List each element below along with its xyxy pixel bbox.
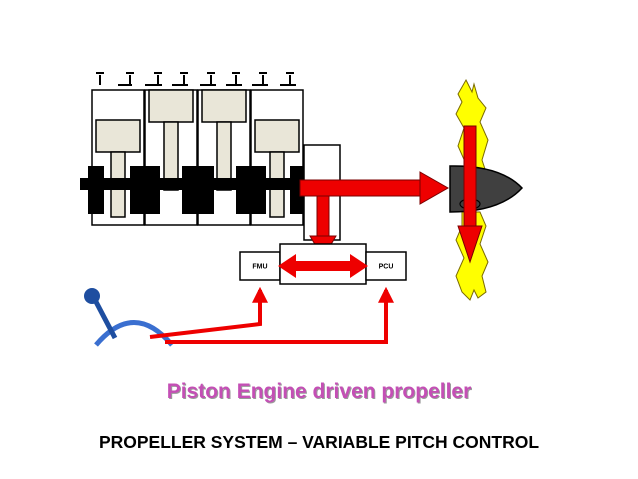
lever-arm [91, 296, 118, 340]
diagram-subtitle: Piston Engine driven propeller [166, 380, 472, 403]
control-linkage [149, 286, 394, 344]
propeller [449, 78, 524, 301]
lever-knob [84, 288, 100, 304]
engine-block [80, 72, 341, 241]
pcu-label: PCU [379, 264, 394, 271]
crankshaft [80, 166, 306, 214]
fmu-box [239, 251, 281, 281]
gearbox-down-arrow [309, 195, 337, 259]
control-units: FMU PCU [239, 243, 407, 285]
slide-footer-title: PROPELLER SYSTEM – VARIABLE PITCH CONTRO… [98, 432, 540, 452]
fmu-pcu-double-arrow [278, 254, 368, 278]
shaft-drive-arrow [299, 171, 450, 205]
valve-springs [96, 72, 296, 86]
pitch-change-arrow [457, 125, 483, 264]
fmu-label: FMU [252, 264, 267, 271]
